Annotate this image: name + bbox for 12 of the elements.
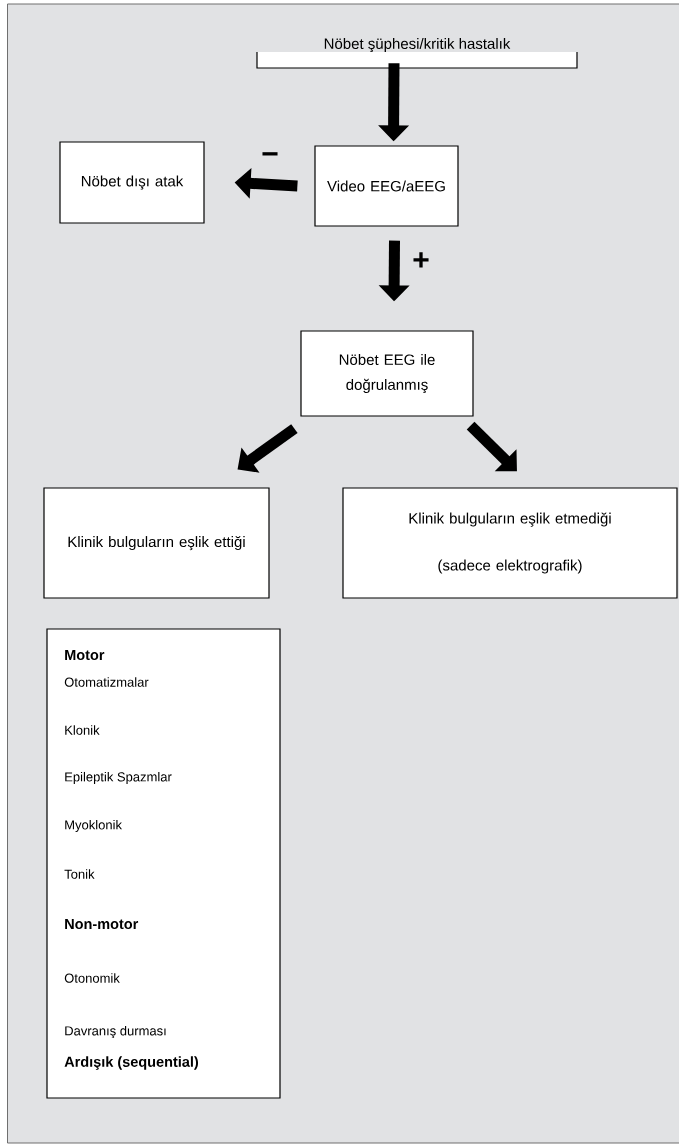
process-box: Nöbet dışı atak <box>59 141 205 224</box>
list-box: Motor Otomatizmalar Klonik Epileptik Spazmlar Myoklonik Tonik Non-motor Otonomik Davranış durması Ardışık (sequential) <box>46 628 281 1099</box>
process-box: Nöbet EEG ile doğrulanmış <box>300 330 474 417</box>
process-box: Video EEG/aEEG <box>314 145 459 227</box>
block-arrow <box>237 424 298 473</box>
process-box: Klinik bulguların eşlik etmediği (sadece elektrografik) <box>342 487 678 599</box>
bracket-box: Nöbet şüphesi/kritik hastalık <box>256 38 578 69</box>
node-label: Nöbet şüphesi/kritik hastalık <box>324 37 511 53</box>
block-arrow <box>466 421 517 472</box>
edge-label: − <box>262 152 278 156</box>
process-box: Klinik bulguların eşlik ettiği <box>43 487 270 599</box>
edge-label: + <box>413 252 429 268</box>
